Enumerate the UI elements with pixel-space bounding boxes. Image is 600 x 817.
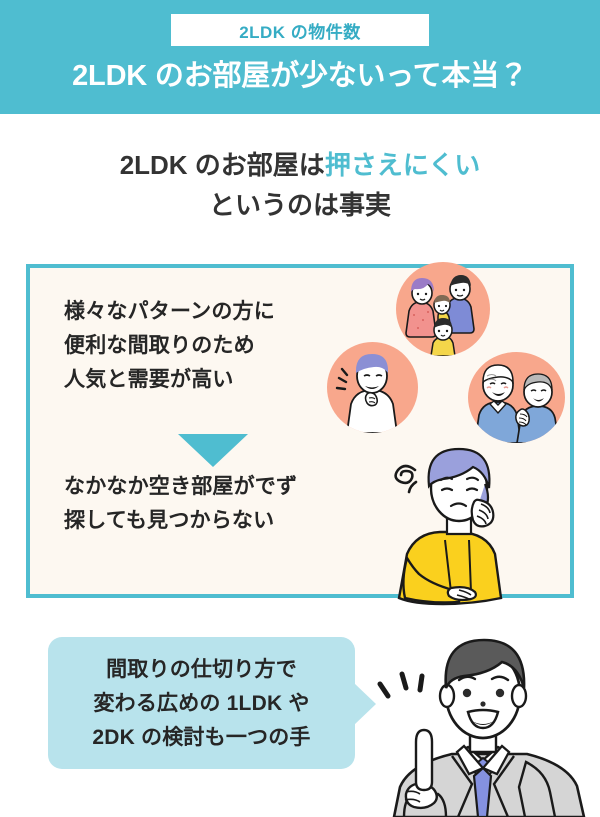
subtitle-plain-text: 2LDK のお部屋は xyxy=(119,150,325,180)
speech-bubble-tail-icon xyxy=(354,683,376,725)
header-badge-label: 2LDK の物件数 xyxy=(239,22,361,42)
down-arrow-icon xyxy=(178,434,248,467)
worried-woman-icon xyxy=(394,447,503,606)
family-with-baby-icon xyxy=(405,275,475,356)
subtitle-line-2: というのは事実 xyxy=(208,190,391,221)
pointing-businessman-icon xyxy=(377,638,586,817)
subtitle-accent-text: 押さえにくい xyxy=(324,150,481,180)
worried-woman-illustration xyxy=(385,440,535,620)
thinking-person-icon xyxy=(335,354,398,433)
family-with-baby-illustration xyxy=(396,262,490,356)
header-badge: 2LDK の物件数 xyxy=(171,14,429,46)
elderly-couple-illustration xyxy=(468,352,565,443)
header-banner: 2LDK の物件数 2LDK のお部屋が少ないって本当？ xyxy=(0,0,600,114)
pointing-businessman-illustration xyxy=(366,634,600,817)
box-top-text: 様々なパターンの方に 便利な間取りのため 人気と需要が高い xyxy=(64,300,275,392)
subtitle-line-1: 2LDK のお部屋は押さえにくい xyxy=(0,145,600,185)
box-bottom-text: なかなか空き部屋がでず 探しても見つからない xyxy=(64,475,298,533)
page-title: 2LDK のお部屋が少ないって本当？ xyxy=(72,60,528,92)
thinking-person-illustration xyxy=(327,342,418,433)
advice-speech-bubble: 間取りの仕切り方で 変わる広めの 1LDK や 2DK の検討も一つの手 xyxy=(48,637,355,769)
subtitle-block: 2LDK のお部屋は押さえにくい というのは事実 xyxy=(0,145,600,226)
advice-text: 間取りの仕切り方で 変わる広めの 1LDK や 2DK の検討も一つの手 xyxy=(92,658,311,750)
elderly-couple-icon xyxy=(474,364,560,443)
